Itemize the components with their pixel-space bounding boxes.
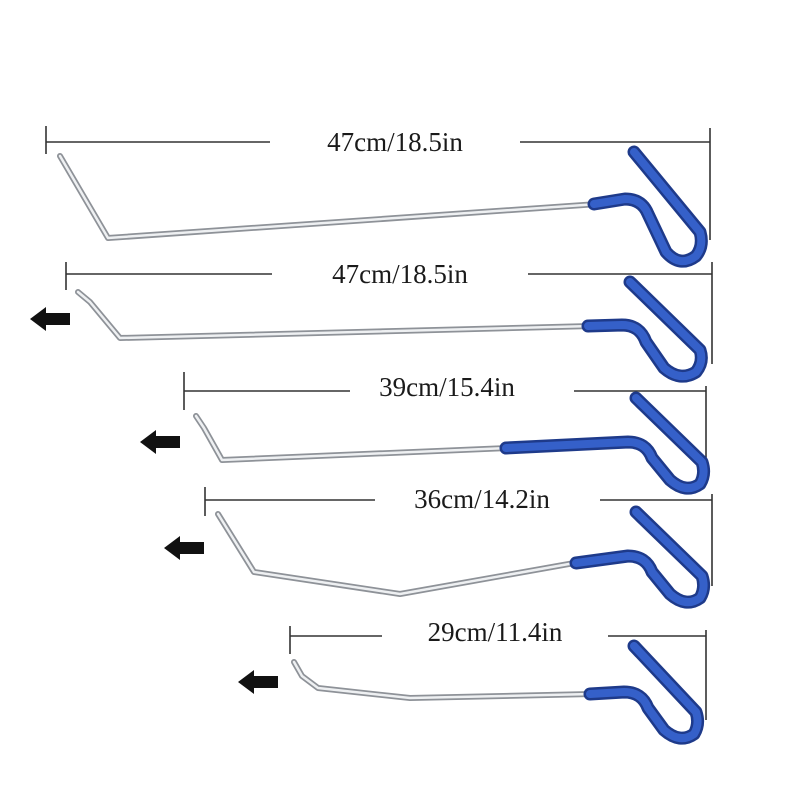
length-label: 47cm/18.5in bbox=[332, 259, 468, 289]
blue-grip bbox=[569, 505, 711, 609]
rod bbox=[57, 153, 601, 241]
left-arrow-icon bbox=[164, 536, 204, 560]
left-arrow-icon bbox=[140, 430, 180, 454]
dimension-line bbox=[65, 262, 713, 364]
blue-grip bbox=[581, 275, 708, 383]
blue-grip bbox=[499, 391, 711, 495]
blue-grip bbox=[583, 639, 705, 745]
dimension-line bbox=[204, 487, 713, 586]
length-label: 36cm/14.2in bbox=[414, 484, 550, 514]
tool-1: 47cm/18.5in bbox=[45, 126, 711, 268]
tool-2: 47cm/18.5in bbox=[30, 259, 713, 383]
left-arrow-icon bbox=[30, 307, 70, 331]
length-label: 47cm/18.5in bbox=[327, 127, 463, 157]
rod bbox=[215, 511, 583, 597]
rod bbox=[291, 659, 595, 701]
dimension-line bbox=[45, 126, 711, 240]
tool-5: 29cm/11.4in bbox=[238, 617, 707, 745]
dimension-line bbox=[289, 626, 707, 720]
rod bbox=[193, 413, 511, 463]
length-label: 29cm/11.4in bbox=[428, 617, 563, 647]
rod bbox=[75, 289, 595, 341]
length-label: 39cm/15.4in bbox=[379, 372, 515, 402]
tool-4: 36cm/14.2in bbox=[164, 484, 713, 609]
tool-3: 39cm/15.4in bbox=[140, 372, 711, 495]
left-arrow-icon bbox=[238, 670, 278, 694]
blue-grip bbox=[587, 145, 708, 268]
